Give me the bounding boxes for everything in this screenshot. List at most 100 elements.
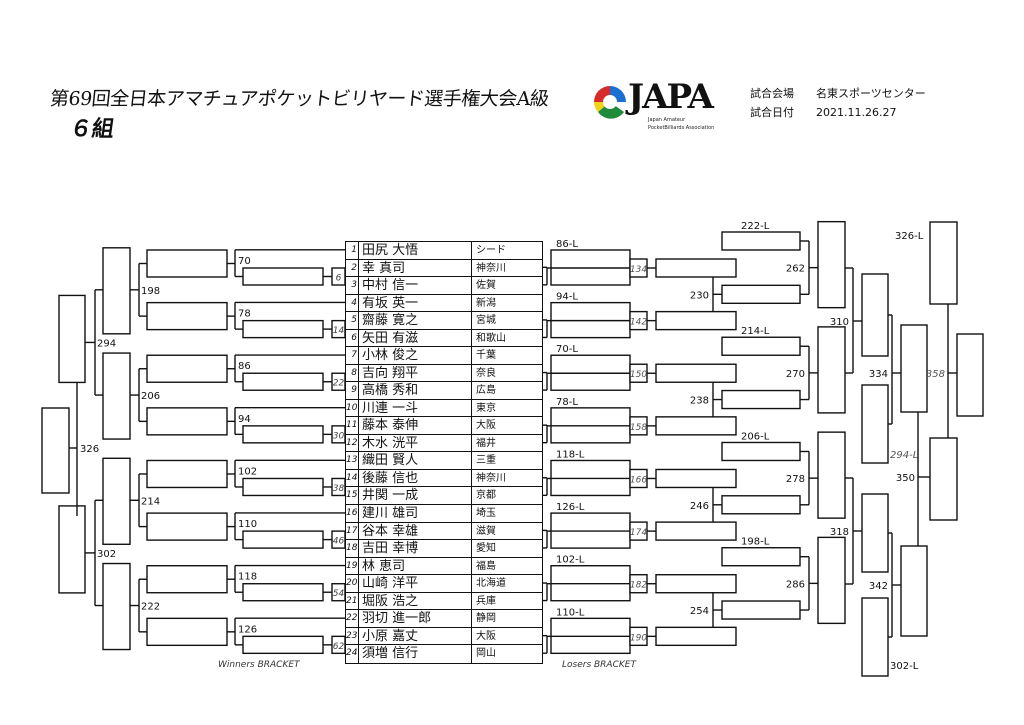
drop-label: 326-L [895, 231, 924, 242]
player-number: 16 [346, 504, 359, 522]
match-number: 206 [141, 391, 160, 402]
venue-info: 試合会場名東スポーツセンター [750, 87, 926, 100]
player-number: 6 [346, 329, 359, 347]
losers-match-box [929, 437, 958, 521]
match-number: 342 [869, 581, 888, 592]
losers-final-box [956, 333, 984, 417]
losers-drop-box [929, 221, 958, 305]
winners-match-box [146, 565, 228, 594]
player-name: 小原 嘉丈 [359, 627, 472, 645]
match-number: 14 [333, 326, 345, 336]
player-name: 建川 雄司 [359, 504, 472, 522]
player-name: 木水 洸平 [359, 434, 472, 452]
player-number: 13 [346, 452, 359, 469]
logo-subtitle-1: Japan Amateur [648, 117, 686, 123]
match-number: 70 [238, 256, 251, 267]
losers-match-box [655, 363, 737, 383]
player-number: 4 [346, 294, 359, 312]
drop-label: 294-L [890, 450, 918, 461]
player-number: 10 [346, 399, 359, 417]
player-number: 20 [346, 575, 359, 592]
drop-label: 214-L [741, 326, 770, 337]
drop-label: 126-L [556, 502, 585, 513]
winners-match-box [242, 477, 324, 497]
player-name: 中村 信一 [359, 277, 472, 294]
match-number: 158 [630, 423, 647, 433]
match-number: 246 [690, 501, 709, 512]
player-number: 14 [346, 469, 359, 487]
losers-match-box [861, 493, 889, 573]
match-number: 286 [786, 579, 805, 590]
losers-match-box [861, 273, 889, 357]
drop-label: 222-L [741, 221, 770, 232]
match-number: 198 [141, 286, 160, 297]
losers-match-box [655, 468, 737, 489]
player-prefecture: 埼玉 [476, 507, 496, 519]
match-number: 238 [690, 396, 709, 407]
player-number: 12 [346, 434, 359, 452]
winners-match-box [146, 249, 228, 278]
player-number: 7 [346, 347, 359, 364]
player-number: 22 [346, 610, 359, 627]
match-number: 350 [896, 473, 915, 484]
player-prefecture: 静岡 [476, 613, 496, 625]
player-name: 矢田 有滋 [359, 329, 472, 347]
player-prefecture: 大阪 [476, 630, 496, 642]
match-number: 190 [630, 633, 647, 643]
venue-label: 試合会場 [750, 87, 794, 100]
losers-match-box [817, 220, 846, 309]
player-number: 2 [346, 259, 359, 277]
japa-logo-icon [594, 86, 626, 119]
winners-match-box [146, 301, 228, 331]
match-number: 278 [786, 474, 805, 485]
match-number: 182 [630, 581, 647, 591]
winners-match-box [146, 407, 228, 436]
player-name: 須増 信行 [359, 645, 472, 663]
match-number: 94 [238, 414, 251, 425]
player-name: 織田 賢人 [359, 452, 472, 469]
player-name: 藤本 泰伸 [359, 417, 472, 434]
losers-drop-box [861, 597, 889, 677]
player-name: 羽切 進一郎 [359, 610, 472, 627]
match-number: 110 [238, 519, 257, 530]
losers-match-box [655, 574, 737, 594]
player-prefecture: 和歌山 [476, 332, 506, 344]
winners-match-box [242, 319, 324, 339]
player-name: 吉田 幸博 [359, 540, 472, 557]
match-number: 62 [333, 642, 345, 652]
player-name: 吉向 翔平 [359, 364, 472, 382]
match-number: 262 [786, 264, 805, 275]
player-name: 幸 真司 [359, 259, 472, 277]
losers-match-box [655, 258, 737, 278]
player-prefecture: 東京 [476, 402, 496, 414]
player-number: 3 [346, 277, 359, 294]
match-number: 30 [333, 431, 345, 441]
drop-label: 70-L [556, 344, 578, 355]
winners-match-box [102, 247, 131, 335]
winners-match-box [102, 562, 131, 651]
losers-match-box [900, 545, 928, 637]
player-prefecture: 岡山 [476, 648, 496, 660]
player-name: 川連 一斗 [359, 399, 472, 417]
winners-bracket-label: Winners BRACKET [218, 660, 300, 670]
match-number: 358 [926, 369, 945, 380]
player-name: 齋藤 寛之 [359, 312, 472, 329]
match-number: 222 [141, 602, 160, 613]
winners-match-box [58, 505, 86, 594]
match-number: 134 [630, 265, 647, 275]
losers-match-box [721, 600, 801, 620]
player-number: 23 [346, 627, 359, 645]
player-prefecture: シード [476, 245, 506, 256]
winners-match-box [242, 425, 324, 444]
japa-logo-text: JAPA [628, 77, 714, 117]
